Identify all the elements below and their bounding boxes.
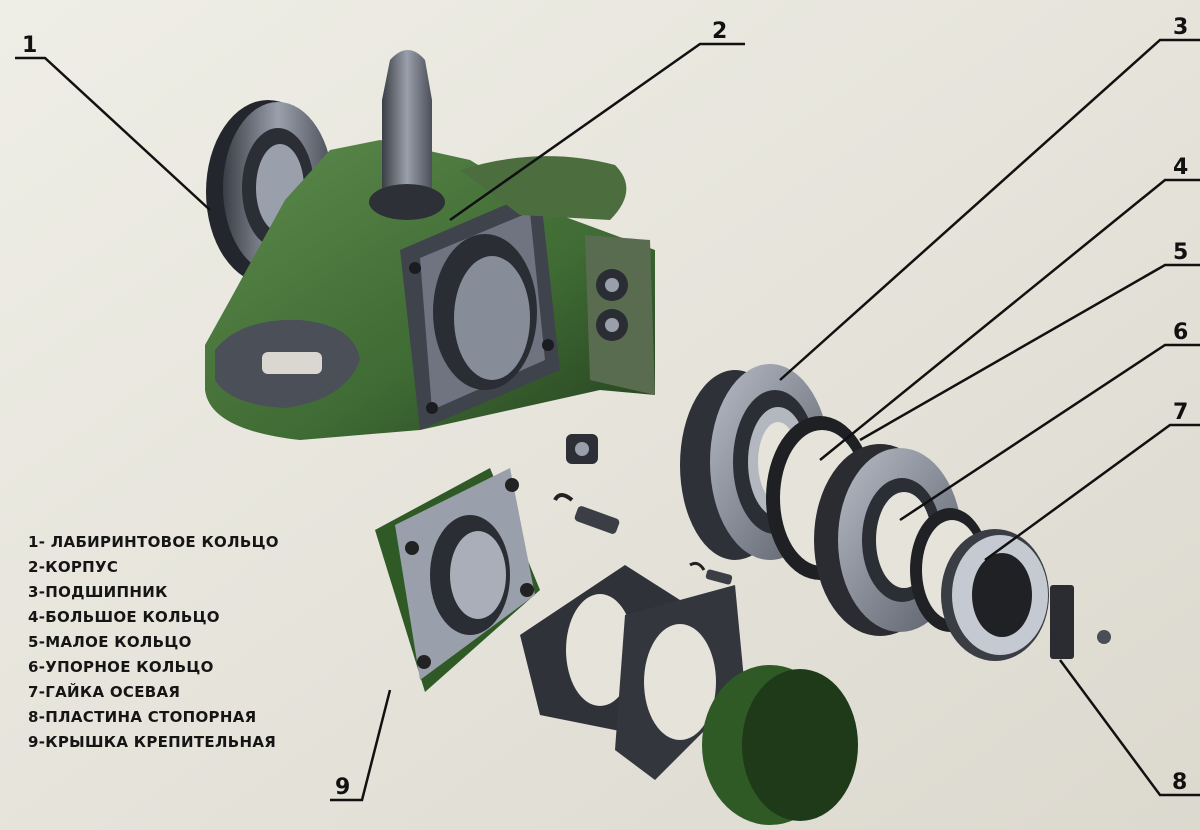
axial-nut-part — [941, 529, 1049, 661]
legend-item-5: 5-МАЛОЕ КОЛЬЦО — [28, 633, 192, 651]
parts-legend: 1- ЛАБИРИНТОВОЕ КОЛЬЦО 2-КОРПУС 3-ПОДШИП… — [28, 533, 279, 751]
legend-item-3: 3-ПОДШИПНИК — [28, 583, 168, 601]
legend-item-4: 4-БОЛЬШОЕ КОЛЬЦО — [28, 608, 220, 626]
callout-7: 7 — [1173, 400, 1188, 425]
callout-2: 2 — [712, 19, 727, 44]
small-hardware — [553, 434, 733, 585]
mounting-cover-part — [375, 468, 540, 692]
callout-5: 5 — [1173, 240, 1188, 265]
legend-item-2: 2-КОРПУС — [28, 558, 118, 576]
lock-plate-part — [1050, 585, 1111, 659]
callout-3: 3 — [1173, 15, 1188, 40]
callout-8: 8 — [1172, 770, 1187, 795]
callout-9: 9 — [335, 775, 350, 800]
legend-item-9: 9-КРЫШКА КРЕПИТЕЛЬНАЯ — [28, 733, 276, 751]
callout-numbers: 1 2 3 4 5 6 7 8 9 — [22, 15, 1188, 800]
legend-item-1: 1- ЛАБИРИНТОВОЕ КОЛЬЦО — [28, 533, 279, 551]
callout-1: 1 — [22, 33, 37, 58]
callout-4: 4 — [1173, 155, 1188, 180]
gasket-plates — [520, 565, 745, 780]
callout-6: 6 — [1173, 320, 1188, 345]
green-end-cap — [702, 665, 858, 825]
housing-part — [205, 50, 655, 440]
legend-item-6: 6-УПОРНОЕ КОЛЬЦО — [28, 658, 214, 676]
legend-item-8: 8-ПЛАСТИНА СТОПОРНАЯ — [28, 708, 256, 726]
legend-item-7: 7-ГАЙКА ОСЕВАЯ — [28, 682, 180, 701]
leader-lines — [15, 38, 1200, 802]
